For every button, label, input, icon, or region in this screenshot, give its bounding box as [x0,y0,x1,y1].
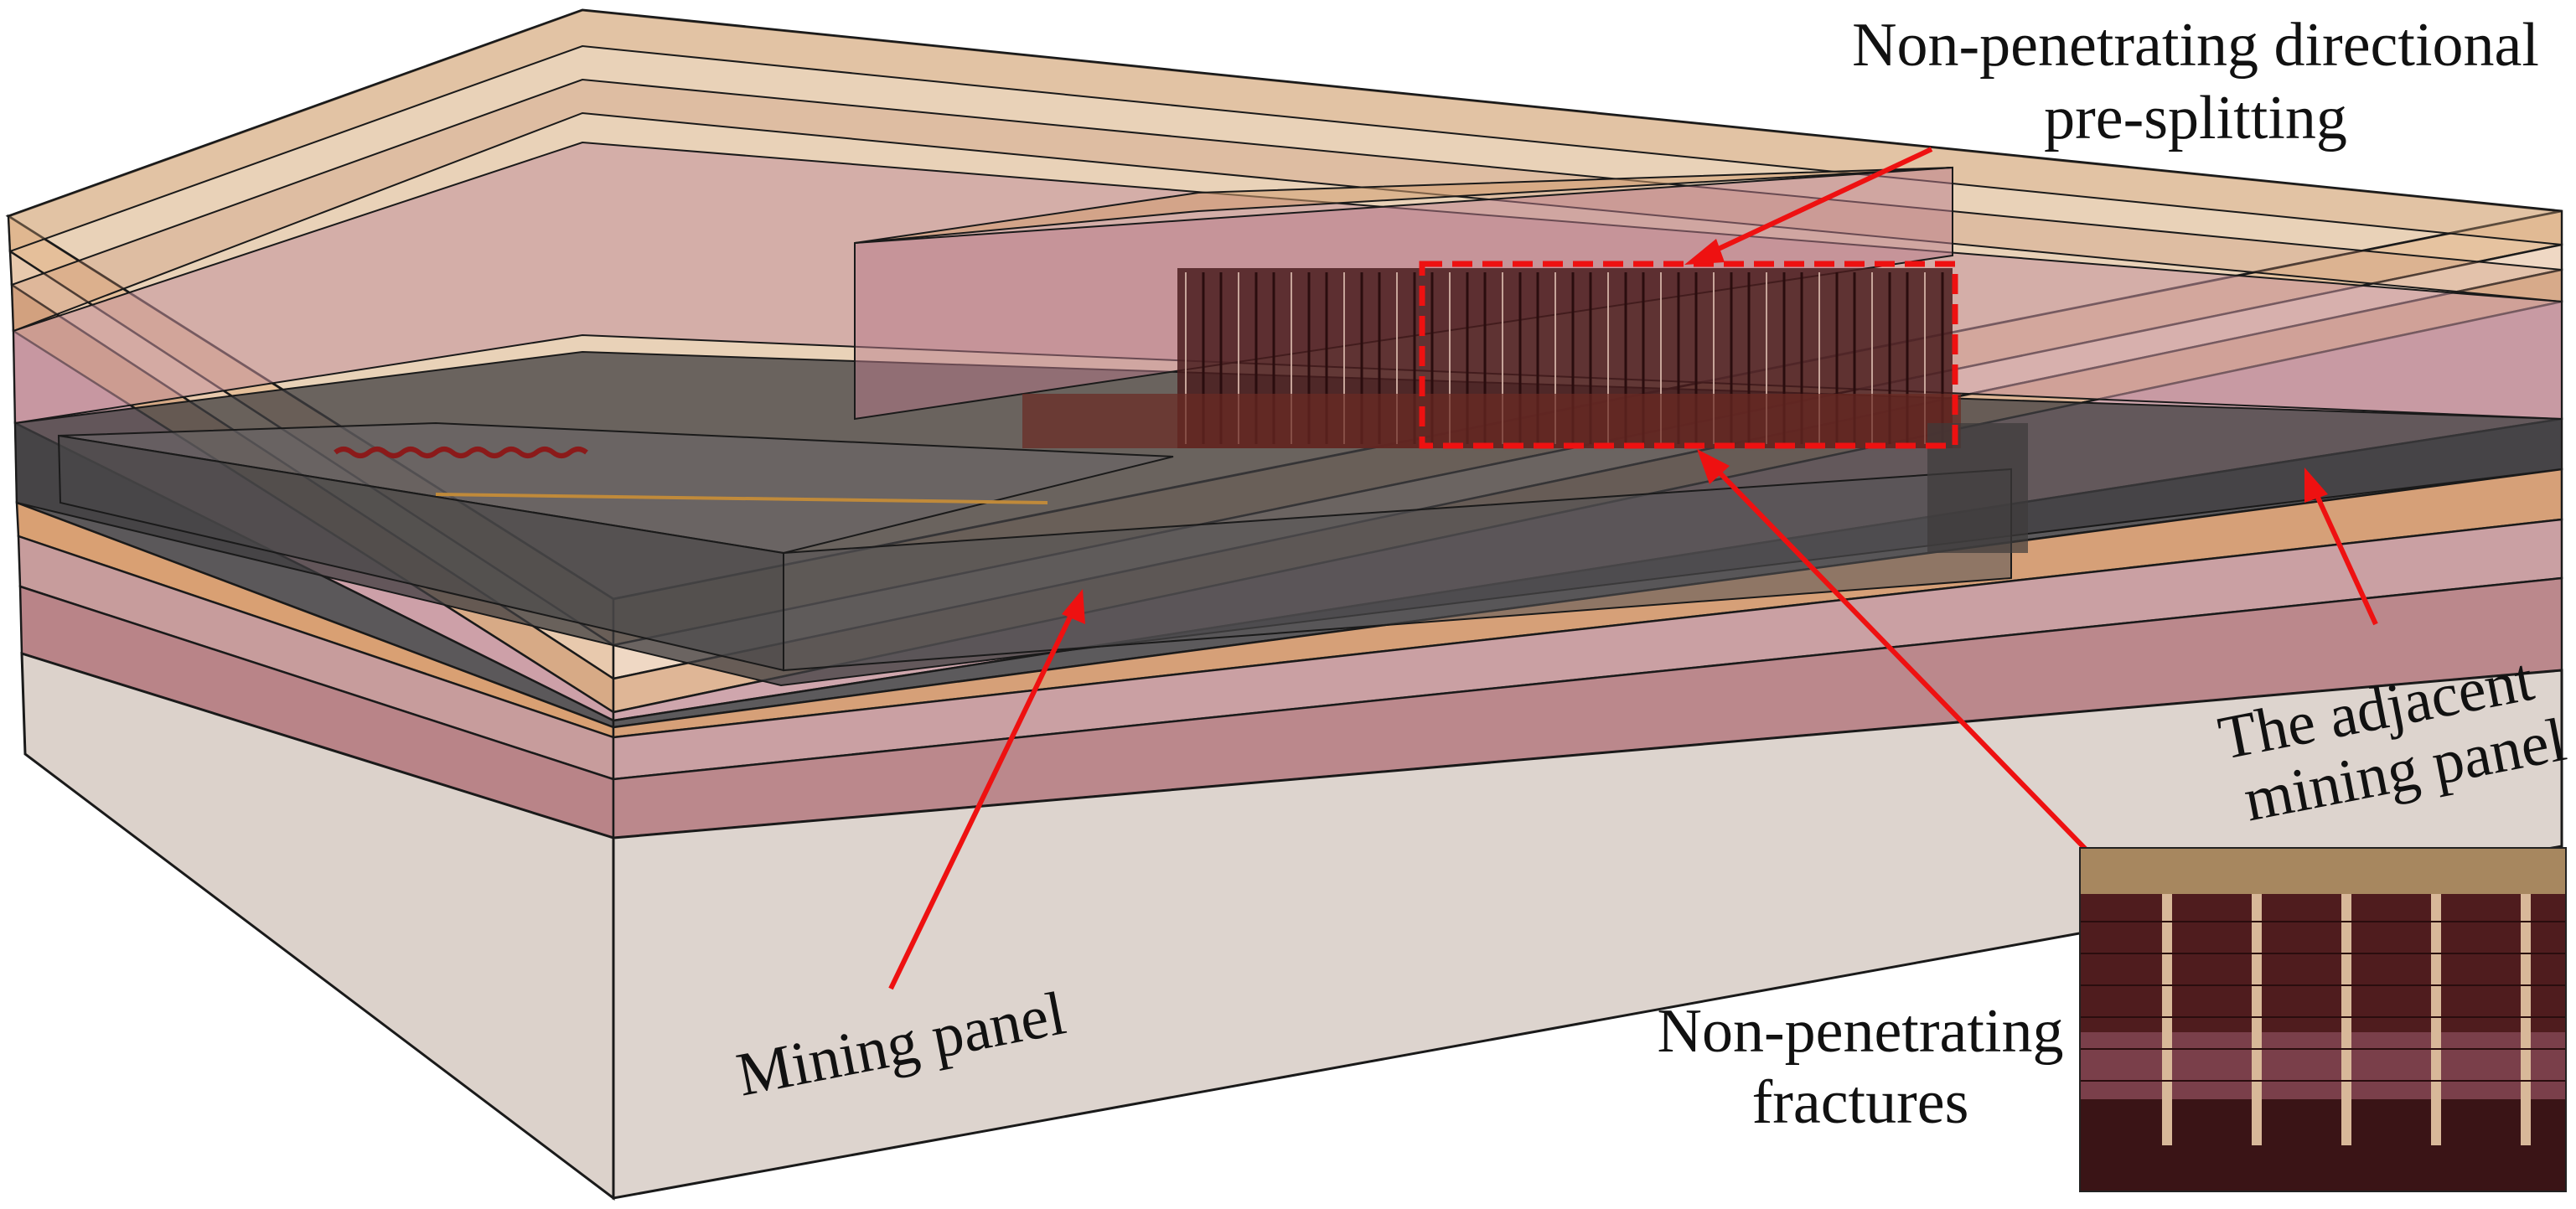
inset-fracture [2341,894,2351,1145]
inset-bottom-dark [2080,1099,2566,1191]
arrowhead-presplit [1684,239,1725,265]
inset-top-band [2080,848,2566,894]
label-presplit-line1: Non-penetrating directional [1852,11,2539,80]
arrow-adjacent [2312,488,2378,626]
arrow-presplit [1708,147,1933,256]
inset-fracture [2431,894,2441,1145]
arrowhead-fractures [1697,449,1730,484]
label-presplit-line2: pre-splitting [2044,84,2347,152]
inset-upper-red [2080,894,2566,1032]
front-floor-base [612,669,2563,1200]
goaf-side [57,434,784,672]
model-interior [7,8,2563,687]
inset-border [2079,847,2567,1192]
arrow-fractures [1714,467,2098,861]
fracture-base [1022,394,1961,448]
adjacent-slab-top [854,167,1953,244]
support-block [1927,423,2028,553]
fracture-inset [2079,847,2567,1192]
arrowhead-adjacent [2304,468,2328,503]
roof-strip-a [7,8,2563,253]
label-fractures-line2: fractures [1752,1068,1969,1137]
arrow-mining-panel [888,610,1075,990]
highlight-box [1419,261,1958,449]
inset-fracture [2521,894,2531,1145]
roadway-line [435,493,1048,504]
inset-fracture [2162,894,2172,1145]
annotations: Non-penetrating directional pre-splittin… [732,11,2572,1137]
inset-fracture [2252,894,2262,1145]
inset-pink-band [2080,1032,2566,1099]
label-fractures-line1: Non-penetrating [1658,997,2064,1066]
inset-fracture-lines [2080,894,2566,1145]
arrowhead-mining-panel [1062,589,1085,624]
caved-debris [334,447,588,458]
